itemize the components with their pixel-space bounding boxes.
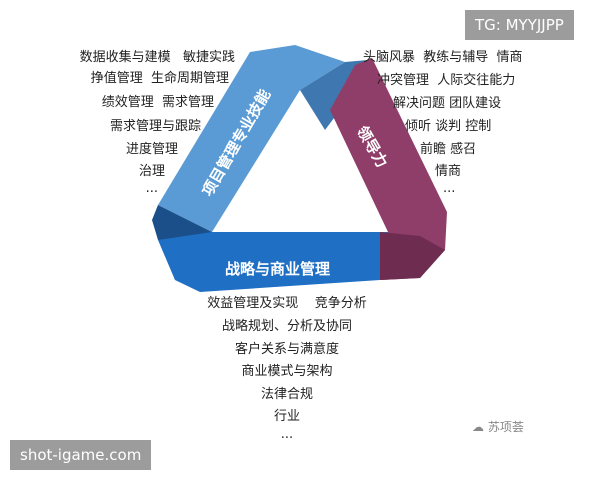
logo-text: 苏项荟 bbox=[487, 420, 524, 434]
wechat-icon: ☁ bbox=[472, 420, 484, 434]
watermark-top: TG: MYYJJPP bbox=[465, 10, 574, 40]
list-item: 商业模式与架构 bbox=[241, 364, 333, 379]
list-item: 行业 bbox=[273, 409, 300, 424]
list-item: ... bbox=[443, 181, 456, 196]
list-item: 需求管理与跟踪 bbox=[109, 119, 201, 134]
watermark-bottom: shot-igame.com bbox=[10, 440, 152, 470]
list-item: 前瞻 感召 bbox=[420, 142, 477, 157]
list-item: 情商 bbox=[435, 164, 462, 179]
list-item: 头脑风暴 教练与辅导 情商 bbox=[363, 50, 523, 65]
list-item: 客户关系与满意度 bbox=[234, 342, 339, 357]
list-item: ... bbox=[145, 181, 158, 196]
list-item: 数据收集与建模 敏捷实践 bbox=[79, 50, 235, 65]
list-item: 治理 bbox=[138, 164, 165, 179]
list-item: 挣值管理 生命周期管理 bbox=[90, 71, 229, 86]
technical-band bbox=[158, 45, 345, 232]
list-item: 冲突管理 人际交往能力 bbox=[377, 73, 516, 88]
bottom-right-fold bbox=[380, 232, 445, 280]
bottom-left-fold bbox=[152, 205, 212, 240]
strategic-band-label: 战略与商业管理 bbox=[225, 260, 331, 278]
list-item: 倾听 谈判 控制 bbox=[405, 119, 492, 134]
list-item: 效益管理及实现 竞争分析 bbox=[207, 296, 367, 311]
list-item: 绩效管理 需求管理 bbox=[101, 95, 214, 110]
strategic-band bbox=[158, 218, 388, 292]
list-item: 进度管理 bbox=[125, 142, 178, 157]
list-item: 战略规划、分析及协同 bbox=[221, 319, 352, 334]
list-item: 法律合规 bbox=[260, 387, 313, 402]
wechat-logo: ☁ 苏项荟 bbox=[472, 418, 524, 435]
list-item: 解决问题 团队建设 bbox=[393, 96, 502, 111]
list-item: ... bbox=[280, 427, 294, 442]
leadership-band bbox=[330, 58, 447, 280]
